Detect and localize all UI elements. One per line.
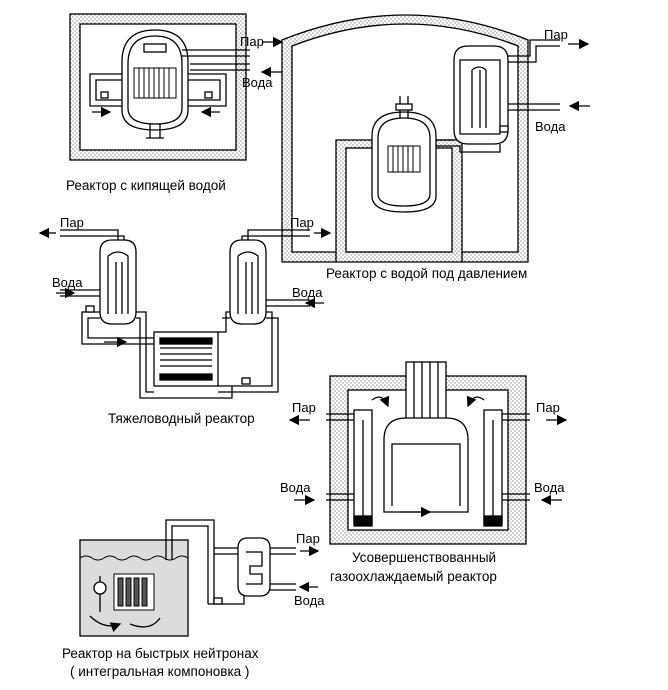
agr-title-line2: газоохлаждаемый реактор bbox=[330, 569, 497, 584]
pwr-diagram bbox=[281, 14, 590, 263]
agr-title-line1: Усовершенствованный bbox=[352, 550, 497, 565]
pwr-steam-generator bbox=[453, 45, 509, 145]
bwr-diagram bbox=[69, 13, 284, 161]
agr-water-left-label: Вода bbox=[280, 480, 311, 495]
bwr-water-label: Вода bbox=[242, 75, 273, 90]
agr-diagram bbox=[288, 361, 568, 545]
phwr-title: Тяжеловодный реактор bbox=[108, 411, 255, 426]
agr-water-right-label: Вода bbox=[534, 480, 565, 495]
pwr-core bbox=[387, 145, 421, 173]
phwr-right-steam-generator bbox=[229, 239, 267, 325]
agr-steam-right-label: Пар bbox=[536, 400, 560, 415]
agr-steam-left-label: Пар bbox=[292, 400, 316, 415]
phwr-steam-left-label: Пар bbox=[60, 215, 84, 230]
phwr-left-steam-generator bbox=[99, 239, 137, 325]
pwr-title: Реактор с водой под давлением bbox=[326, 266, 528, 281]
fbr-core bbox=[113, 573, 155, 611]
phwr-calandria bbox=[153, 331, 219, 387]
phwr-water-right-label: Вода bbox=[292, 285, 323, 300]
pwr-steam-label: Пар bbox=[544, 27, 568, 42]
phwr-diagram bbox=[38, 227, 332, 399]
fbr-diagram bbox=[79, 519, 320, 637]
bwr-title: Реактор с кипящей водой bbox=[66, 178, 226, 193]
bwr-steam-label: Пар bbox=[240, 34, 264, 49]
phwr-steam-right-label: Пар bbox=[290, 215, 314, 230]
fbr-title-line2: ( интегральная компоновка ) bbox=[70, 664, 250, 679]
fbr-water-label: Вода bbox=[294, 593, 325, 608]
fbr-title-line1: Реактор на быстрых нейтронах bbox=[62, 646, 259, 661]
fbr-steam-label: Пар bbox=[296, 531, 320, 546]
phwr-water-left-label: Вода bbox=[52, 275, 83, 290]
bwr-core bbox=[133, 67, 177, 99]
agr-core bbox=[383, 417, 469, 513]
fbr-steam-generator bbox=[237, 537, 271, 597]
pwr-water-label: Вода bbox=[535, 119, 566, 134]
